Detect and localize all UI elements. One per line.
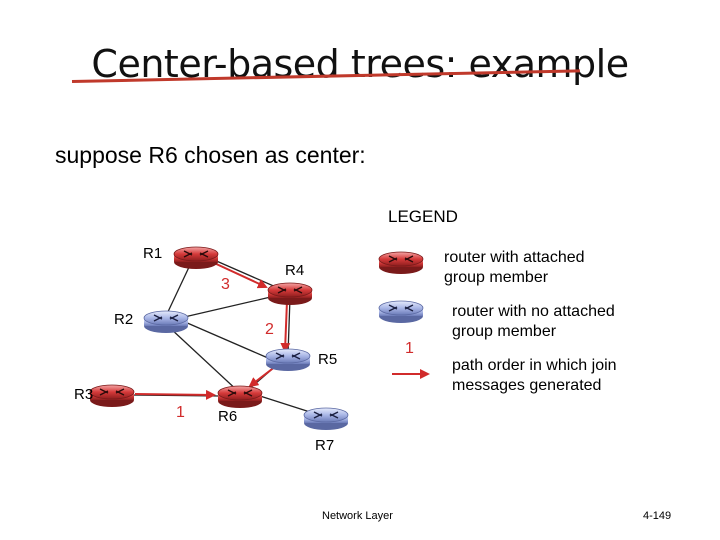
router-r5-label: R5 xyxy=(318,351,338,368)
router-r2-icon xyxy=(143,310,189,334)
legend-member-text: router with attached group member xyxy=(444,248,585,288)
link-r2-r5 xyxy=(184,321,269,359)
legend-path-line2: messages generated xyxy=(452,377,602,394)
router-r1-label: R1 xyxy=(143,245,163,262)
legend-nonmember-router-icon xyxy=(378,300,424,324)
router-r6-icon xyxy=(217,385,263,409)
router-r7-icon xyxy=(303,407,349,431)
join-order-1: 1 xyxy=(176,404,185,421)
legend-nonmember-line2: group member xyxy=(452,323,557,340)
join-arrow-1 xyxy=(134,389,216,400)
router-r1-icon xyxy=(173,246,219,270)
router-r3-label: R3 xyxy=(74,386,94,403)
legend-title: LEGEND xyxy=(388,207,458,226)
legend-path-number: 1 xyxy=(405,340,414,357)
join-arrow-2 xyxy=(280,300,291,353)
slide-subtitle: suppose R6 chosen as center: xyxy=(55,142,366,168)
link-r1-r2 xyxy=(165,264,191,317)
footer-section: Network Layer xyxy=(322,510,393,522)
router-r4-icon xyxy=(267,282,313,306)
join-arrow-2b xyxy=(248,365,277,388)
router-r6-label: R6 xyxy=(218,408,238,425)
legend-path-line1: path order in which join xyxy=(452,357,617,374)
router-r3-icon xyxy=(89,384,135,408)
router-r4-label: R4 xyxy=(285,262,305,279)
link-r6-r7 xyxy=(259,395,311,413)
legend-member-line1: router with attached xyxy=(444,249,585,266)
legend-path-text: path order in which join messages genera… xyxy=(452,356,617,396)
legend-nonmember-text: router with no attached group member xyxy=(452,302,615,342)
link-r1-r4 xyxy=(204,255,286,292)
router-r7-label: R7 xyxy=(315,437,335,454)
link-r4-r5 xyxy=(287,297,291,355)
legend-member-router-icon xyxy=(378,251,424,275)
link-r2-r4 xyxy=(179,295,276,319)
network-links xyxy=(129,255,311,413)
join-arrow-3 xyxy=(211,261,268,289)
router-r5-icon xyxy=(265,348,311,372)
router-r2-label: R2 xyxy=(114,311,134,328)
join-path-arrows xyxy=(134,261,291,400)
join-order-2: 2 xyxy=(265,321,274,338)
footer-page-number: 4-149 xyxy=(643,510,672,522)
join-order-3: 3 xyxy=(221,276,230,293)
link-r2-r6 xyxy=(169,327,241,394)
legend-nonmember-line1: router with no attached xyxy=(452,303,615,320)
legend-member-line2: group member xyxy=(444,269,549,286)
